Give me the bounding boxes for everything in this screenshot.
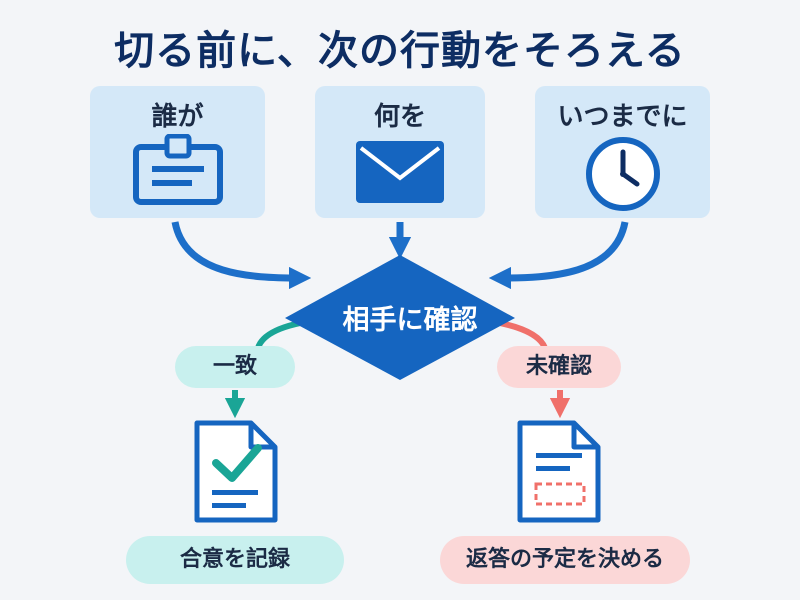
pending-document-icon (517, 420, 601, 523)
branch-match-pill: 一致 (175, 346, 295, 388)
card-who-label: 誰が (151, 102, 204, 132)
page-title: 切る前に、次の行動をそろえる (114, 28, 686, 74)
result-schedule-reply: 返答の予定を決める (440, 536, 690, 584)
card-what: 何を (315, 86, 485, 218)
arrow-who-to-decision (171, 221, 312, 290)
envelope-icon (356, 141, 444, 203)
card-when: いつまでに (535, 86, 710, 218)
checked-document-icon (194, 420, 278, 523)
result-record-agreement: 合意を記録 (126, 536, 344, 584)
card-what-label: 何を (373, 102, 426, 132)
arrow-when-to-decision (488, 221, 629, 290)
branch-unconfirmed-pill: 未確認 (497, 346, 621, 388)
card-who: 誰が (90, 86, 265, 218)
decision-label: 相手に確認 (342, 305, 478, 336)
id-badge-icon (133, 134, 223, 205)
clock-icon (586, 137, 660, 211)
card-when-label: いつまでに (557, 102, 688, 132)
decision-diamond (285, 255, 515, 380)
